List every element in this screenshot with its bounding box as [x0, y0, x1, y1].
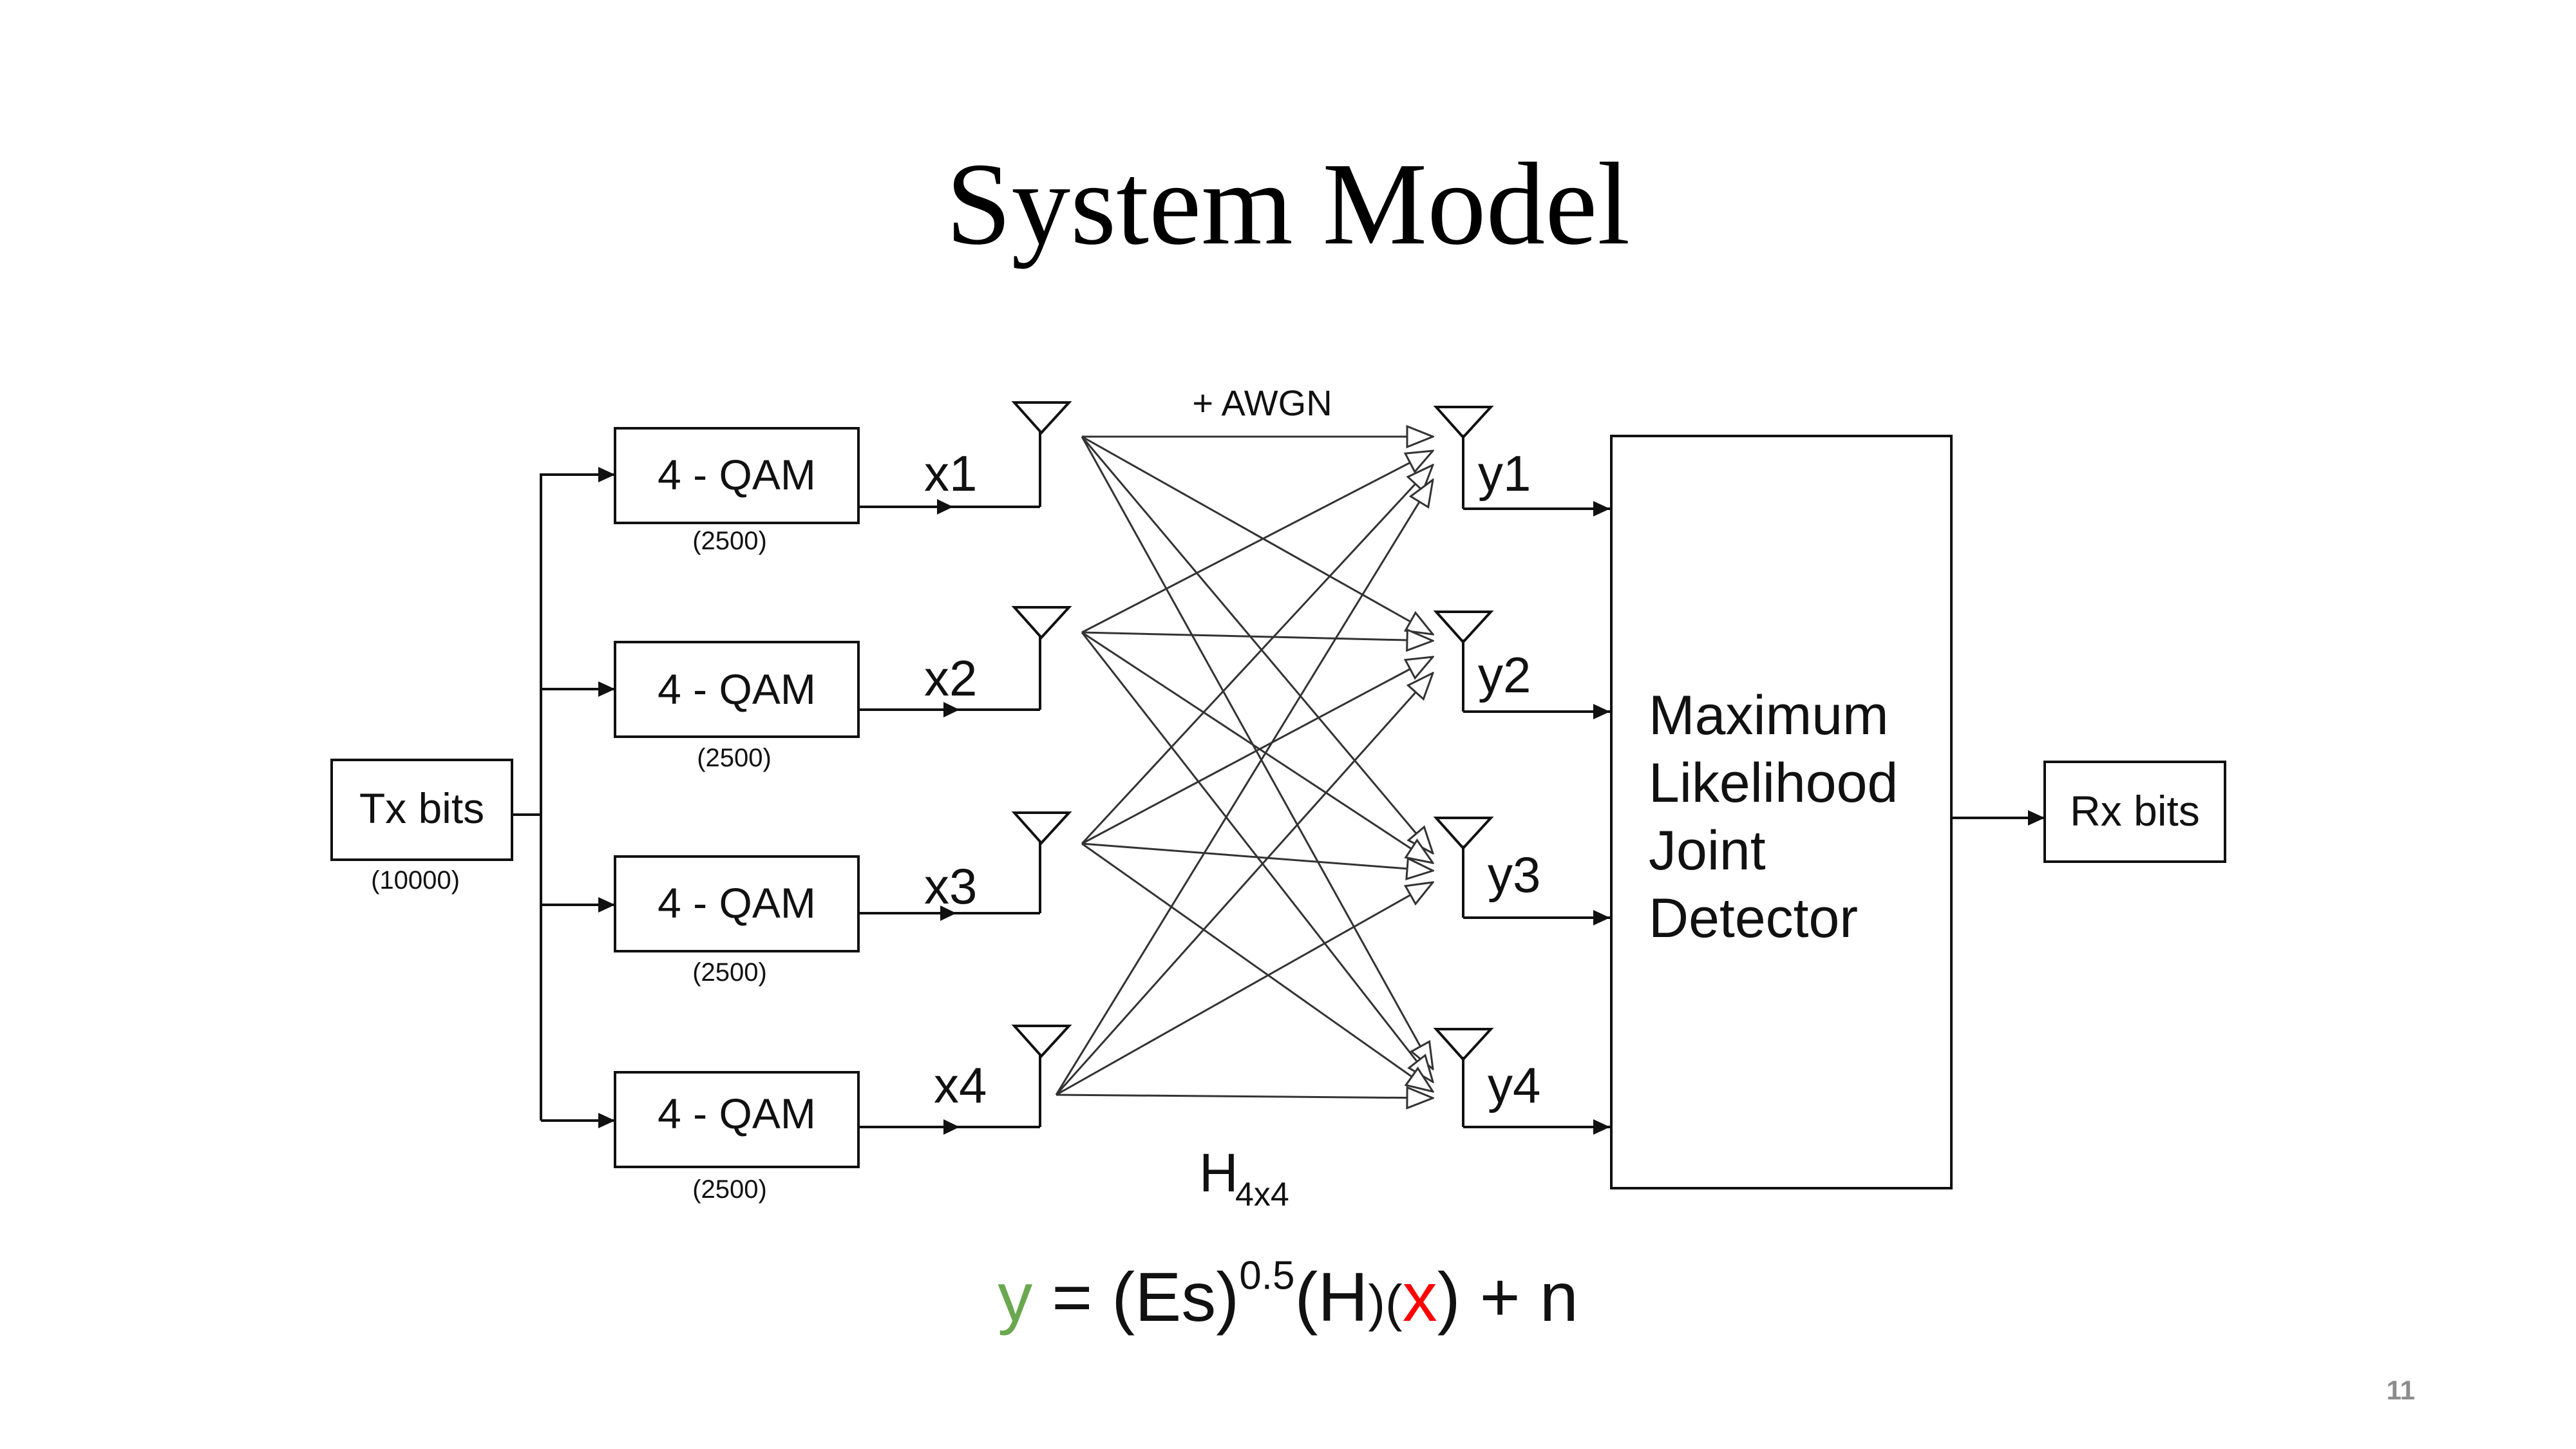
- antenna-icon: [1433, 611, 1494, 644]
- slide-title: System Model: [945, 138, 1631, 269]
- y3-label: y3: [1488, 846, 1540, 903]
- channel-matrix-label: H 4x4: [1199, 1142, 1289, 1213]
- antenna-icon: [1011, 606, 1072, 639]
- antenna-icon: [1011, 811, 1072, 845]
- qam-count: (2500): [692, 1175, 767, 1204]
- channel-paths: [1055, 437, 1433, 1098]
- channel-matrix-subscript: 4x4: [1235, 1176, 1289, 1213]
- splitter: [512, 467, 615, 1128]
- qam-label: 4 - QAM: [658, 1090, 816, 1137]
- equation-exponent: 0.5: [1239, 1253, 1295, 1298]
- detector-line: Joint: [1649, 820, 1766, 882]
- tx-bits-count: (10000): [371, 866, 460, 895]
- qam-block-3: 4 - QAM (2500): [614, 855, 860, 987]
- antenna-icon: [1011, 401, 1072, 435]
- x3-label: x3: [924, 858, 977, 914]
- x4-label: x4: [934, 1057, 987, 1113]
- y4-label: y4: [1488, 1057, 1540, 1113]
- qam-block-1: 4 - QAM (2500): [614, 427, 860, 555]
- detector-line: Detector: [1649, 887, 1858, 949]
- tx-bits-label: Tx bits: [359, 784, 484, 832]
- qam-block-4: 4 - QAM (2500): [614, 1071, 860, 1204]
- channel-matrix-symbol: H: [1199, 1142, 1238, 1203]
- qam-block-2: 4 - QAM (2500): [614, 641, 860, 772]
- equation-part: )(: [1368, 1274, 1403, 1332]
- equation-part: ) + n: [1437, 1258, 1578, 1336]
- tx-bits-block: Tx bits (10000): [330, 759, 513, 895]
- x1-label: x1: [924, 445, 977, 502]
- awgn-label: + AWGN: [1192, 383, 1332, 423]
- rx-antennas: [1433, 406, 1494, 1061]
- x2-label: x2: [924, 650, 977, 706]
- qam-count: (2500): [697, 744, 772, 772]
- antenna-icon: [1433, 817, 1494, 850]
- equation-part: = (Es): [1032, 1258, 1240, 1336]
- rx-bits-block: Rx bits: [2043, 761, 2226, 863]
- qam-label: 4 - QAM: [658, 665, 816, 713]
- antenna-icon: [1433, 1028, 1494, 1061]
- page-number: 11: [2386, 1375, 2415, 1405]
- y1-label: y1: [1478, 445, 1531, 502]
- system-equation: y = (Es)0.5(H)(x) + n: [0, 1256, 2576, 1332]
- equation-part: (H: [1294, 1258, 1368, 1336]
- rx-feed-lines: [1462, 435, 1610, 1135]
- detector-line: Maximum: [1649, 685, 1889, 746]
- qam-label: 4 - QAM: [658, 451, 816, 498]
- qam-label: 4 - QAM: [658, 879, 816, 927]
- antenna-icon: [1433, 406, 1494, 439]
- ml-joint-detector-block: Maximum Likelihood Joint Detector: [1610, 435, 1953, 1189]
- tx-feed-lines: [858, 430, 1041, 1135]
- y2-label: y2: [1478, 647, 1531, 703]
- qam-count: (2500): [692, 527, 767, 555]
- equation-input-x: x: [1402, 1258, 1437, 1336]
- qam-count: (2500): [692, 958, 767, 987]
- detector-line: Likelihood: [1649, 752, 1898, 814]
- equation-output-y: y: [998, 1258, 1033, 1336]
- antenna-icon: [1011, 1025, 1072, 1058]
- tx-antennas: [1011, 401, 1072, 1058]
- rx-bits-label: Rx bits: [2070, 787, 2200, 835]
